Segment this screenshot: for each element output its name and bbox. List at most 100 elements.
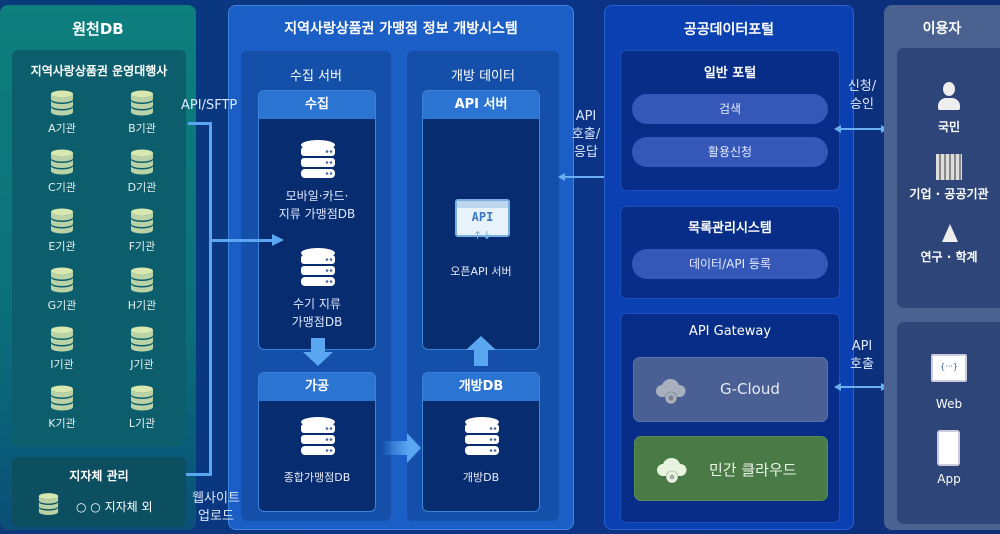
api-window-icon: API: [455, 199, 510, 237]
integrated-db-label: 종합가맹점DB: [283, 471, 351, 484]
local-gov-title: 지자체 관리: [69, 469, 129, 483]
connector-line: [210, 239, 274, 242]
connector-line: [186, 473, 212, 476]
api-call-response-label: API 호출/응답: [566, 108, 606, 162]
agency-item: I기관: [32, 326, 92, 372]
general-portal-box: 일반 포털 검색 활용신청: [620, 50, 840, 191]
label-line: 수기 지류: [293, 297, 341, 311]
flask-icon: [942, 224, 958, 242]
label-line: 승인: [850, 97, 874, 112]
agency-label: D기관: [127, 181, 157, 194]
agency-item: D기관: [112, 149, 172, 195]
arrow-right-icon: [272, 234, 284, 246]
agency-label: C기관: [48, 181, 76, 194]
local-gov-box: 지자체 관리 ○ ○ 지자체 외: [12, 457, 186, 527]
agency-item: K기관: [32, 385, 92, 431]
open-db-title: 개방DB: [423, 373, 539, 401]
building-icon: [936, 154, 962, 180]
portal-title: 공공데이터포털: [683, 22, 775, 38]
channel-web: Web: [935, 397, 963, 411]
search-button[interactable]: 검색: [632, 94, 828, 124]
server-db-icon: [464, 416, 500, 456]
data-api-register-button[interactable]: 데이터/API 등록: [632, 249, 828, 279]
open-api-server-label: 오픈API 서버: [450, 265, 512, 278]
database-icon: [130, 149, 154, 175]
api-server-title: API 서버: [423, 91, 539, 119]
agency-group-title: 지역사랑상품권 운영대행사: [30, 64, 168, 78]
apply-button[interactable]: 활용신청: [632, 137, 828, 167]
agency-label: B기관: [128, 122, 156, 135]
user-group-citizen: 국민: [937, 120, 961, 134]
person-icon: [938, 82, 960, 112]
database-icon: [130, 90, 154, 116]
label-line: API: [575, 109, 597, 124]
agency-label: E기관: [48, 240, 76, 253]
database-icon: [130, 267, 154, 293]
database-icon: [130, 208, 154, 234]
agency-label: J기관: [130, 358, 154, 371]
user-group-business: 기업 · 공공기관: [909, 187, 989, 201]
label-line: 신청/: [847, 79, 877, 94]
users-title: 이용자: [922, 21, 962, 37]
api-gateway-title: API Gateway: [688, 324, 772, 339]
database-icon: [50, 385, 74, 411]
agency-label: H기관: [127, 299, 157, 312]
channels-box: {···} Web App: [897, 322, 1000, 524]
database-icon: [50, 326, 74, 352]
process-box: 가공 종합가맹점DB: [258, 372, 376, 512]
agency-label: I기관: [50, 358, 74, 371]
agency-label: A기관: [48, 122, 76, 135]
arrow-up-icon: [474, 350, 488, 366]
agency-group: 지역사랑상품권 운영대행사 A기관 B기관 C기관 D기관 E기관 F기관 G기관 H기관 I기…: [12, 50, 186, 446]
window-bar: [457, 201, 508, 208]
local-gov-item: ○ ○ 지자체 외: [76, 500, 153, 514]
collect-title: 수집: [259, 91, 375, 119]
label-line: 응답: [574, 145, 598, 160]
server-db-icon: [300, 416, 336, 456]
agency-label: F기관: [128, 240, 156, 253]
arrow-right-icon: [382, 441, 408, 455]
double-arrow-icon: [834, 376, 888, 395]
database-icon: [130, 326, 154, 352]
process-title: 가공: [259, 373, 375, 401]
arrow-right-head: [407, 433, 421, 463]
general-portal-title: 일반 포털: [703, 66, 757, 81]
connector-line: [188, 122, 212, 125]
mobile-card-paper-db-label: 모바일·카드·지류 가맹점DB: [259, 187, 375, 223]
agency-item: E기관: [32, 208, 92, 254]
database-icon: [130, 385, 154, 411]
database-icon: [38, 492, 59, 516]
gcloud-label: G-Cloud: [720, 380, 780, 398]
agency-item: H기관: [112, 267, 172, 313]
agency-item: F기관: [112, 208, 172, 254]
agency-item: G기관: [32, 267, 92, 313]
up-down-arrows-icon: ↑↓: [473, 229, 492, 242]
label-line: 가맹점DB: [291, 315, 343, 329]
agency-label: L기관: [128, 417, 156, 430]
agency-label: K기관: [48, 417, 76, 430]
database-icon: [50, 208, 74, 234]
agency-label: G기관: [47, 299, 77, 312]
source-db-title: 원천DB: [72, 20, 124, 38]
web-monitor-icon: {···}: [931, 354, 967, 382]
private-cloud-box: 민간 클라우드: [634, 436, 828, 501]
arrow-up-head: [466, 336, 496, 350]
connector-line: [209, 122, 212, 476]
catalog-box: 목록관리시스템 데이터/API 등록: [620, 206, 840, 299]
label-line: 호출/: [571, 127, 601, 142]
server-db-icon: [300, 139, 336, 179]
agency-item: J기관: [112, 326, 172, 372]
database-icon: [50, 267, 74, 293]
private-cloud-label: 민간 클라우드: [709, 461, 797, 479]
api-gateway-box: API Gateway G-Cloud 민간 클라우드: [620, 313, 840, 523]
open-db-label: 개방DB: [462, 471, 500, 484]
channel-app: App: [937, 472, 961, 486]
agency-item: C기관: [32, 149, 92, 195]
cloud-gear-icon: [654, 377, 688, 405]
system-title: 지역사랑상품권 가맹점 정보 개방시스템: [284, 21, 518, 37]
api-sftp-label: API/SFTP: [181, 98, 238, 113]
